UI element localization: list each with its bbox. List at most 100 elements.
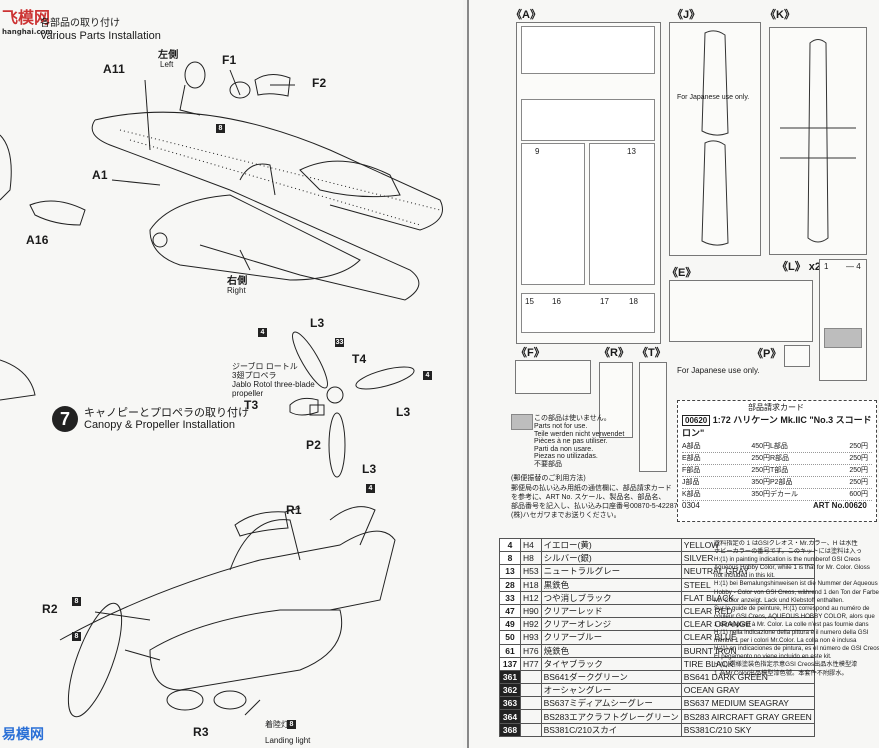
label-l3-right: L3 — [396, 405, 411, 419]
canopy-r1 — [234, 511, 289, 537]
step6-title-jp: 各部品の取り付け — [40, 18, 120, 29]
paint-code: H76 — [520, 643, 542, 658]
label-t4: T4 — [352, 352, 367, 366]
paint-number: 33 — [499, 590, 521, 605]
paint-tag-8c: 8 — [72, 632, 81, 641]
step7-fuselage — [149, 609, 343, 691]
landing-light-en: Landing light — [265, 736, 311, 745]
order-kit-name: ハリケーン Mk.IIC "No.3 スコードロン" — [682, 415, 872, 438]
paint-name-jp: ニュートラルグレー — [540, 564, 682, 579]
note-line: Hobby - Color von GSI Creos, während 1 d… — [714, 588, 879, 596]
paint-code: H92 — [520, 617, 542, 632]
label-left-jp: 左側 — [158, 50, 179, 61]
note-line: H:(1) in painting indication is the numb… — [714, 556, 861, 564]
paint-name-jp: 黒鉄色 — [540, 577, 682, 592]
order-code: 00620 — [682, 415, 711, 426]
paint-tag-33: 33 — [335, 338, 344, 347]
price-part: A部品 — [682, 443, 701, 450]
mail-text: 郵便局の払い込み用紙の通信欄に、部品請求カード を参考に、ART No. スケー… — [511, 485, 678, 519]
paint-code — [520, 722, 542, 737]
unused-jp: この部品は使いません。 — [534, 415, 611, 422]
label-p2: P2 — [306, 438, 322, 452]
paint-number: 8 — [499, 551, 521, 566]
step7-number: 7 — [52, 406, 78, 432]
paint-number: 363 — [499, 696, 521, 711]
sprue-l-quantity: x2 — [808, 261, 822, 273]
note-line: couleur GSI Creos, AQUEOUS HOBBY COLOR, … — [714, 612, 875, 620]
paint-number: 47 — [499, 603, 521, 619]
sprue-j-title: 《J》 — [672, 9, 701, 21]
label-l3-bottom: L3 — [362, 462, 377, 476]
sprue-l-num-1: 1 — [824, 262, 829, 271]
price-price: 250円 — [751, 455, 770, 462]
label-f2: F2 — [312, 76, 327, 90]
sprue-a-title: 《A》 — [511, 9, 541, 21]
label-left-en: Left — [160, 60, 174, 69]
unused-swatch — [511, 414, 533, 430]
label-r3: R3 — [193, 725, 209, 739]
paint-code — [520, 696, 542, 711]
paint-name-jp: 焼鉄色 — [540, 643, 682, 658]
paint-code: H90 — [520, 603, 542, 619]
paint-number: 364 — [499, 709, 521, 724]
order-card-header: 00620 1:72 ハリケーン Mk.IIC "No.3 スコードロン" — [682, 413, 876, 439]
paint-name-jp: BS283エアクラフトグレーグリーン — [540, 709, 682, 724]
spinner-t3 — [289, 397, 319, 416]
paint-name-jp: BS637ミディアムシーグレー — [540, 696, 682, 711]
label-l3-top: L3 — [310, 316, 325, 330]
order-code-0304: 0304 — [682, 501, 700, 510]
price-part: F部品 — [682, 467, 701, 474]
paint-number: 50 — [499, 630, 521, 645]
watermark-logo-bottom: 易模网 — [2, 727, 44, 743]
paint-name-en: BS381C/210 SKY — [680, 722, 815, 737]
note-line: mentre 1 per i colori Mr.Color. La colla… — [714, 637, 857, 645]
upper-wing-outline — [94, 111, 443, 231]
paint-number: 13 — [499, 564, 521, 579]
paint-number: 137 — [499, 656, 521, 671]
paint-code — [520, 683, 542, 698]
paint-tag-8a: 8 — [216, 124, 225, 133]
label-t3: T3 — [244, 398, 259, 412]
paint-code: H12 — [520, 590, 542, 605]
sprue-j-frame — [669, 22, 761, 256]
sprue-t-title: 《T》 — [637, 347, 666, 359]
label-f1: F1 — [222, 53, 237, 67]
paint-number: 361 — [499, 669, 521, 685]
tailplane — [299, 160, 401, 198]
note-line: H:(1) en indicaciones de pintura, es el … — [714, 645, 879, 653]
price-part: J部品 — [682, 479, 700, 486]
unused-multilang: Parts not for use. Teile werden nicht ve… — [534, 423, 625, 468]
note-line: not included in this kit. — [714, 572, 775, 580]
mail-title: (郵便振替のご利用方法) — [511, 475, 586, 482]
label-a1: A1 — [92, 168, 108, 182]
paint-code: H77 — [520, 656, 542, 671]
paint-tag-8d: 8 — [287, 720, 296, 729]
step7-title-jp: キャノピーとプロペラの取り付け — [84, 407, 249, 419]
sprue-a-row4 — [521, 293, 655, 333]
sprue-e-frame — [669, 280, 813, 342]
paint-name-jp: シルバー(銀) — [540, 551, 682, 566]
sprue-a-row2 — [521, 99, 655, 141]
paint-code — [520, 709, 542, 724]
paint-code: H93 — [520, 630, 542, 645]
price-price: 350円 — [751, 491, 770, 498]
price-price: 350円 — [751, 479, 770, 486]
prop-blade-2 — [355, 366, 415, 390]
prop-note-jp: ジーブロ ロートル 3翅プロペラ — [232, 362, 298, 380]
sprue-l-num-4: — 4 — [846, 262, 861, 271]
price-price2: 250円 — [849, 467, 868, 474]
paint-tag-4b: 4 — [423, 371, 432, 380]
